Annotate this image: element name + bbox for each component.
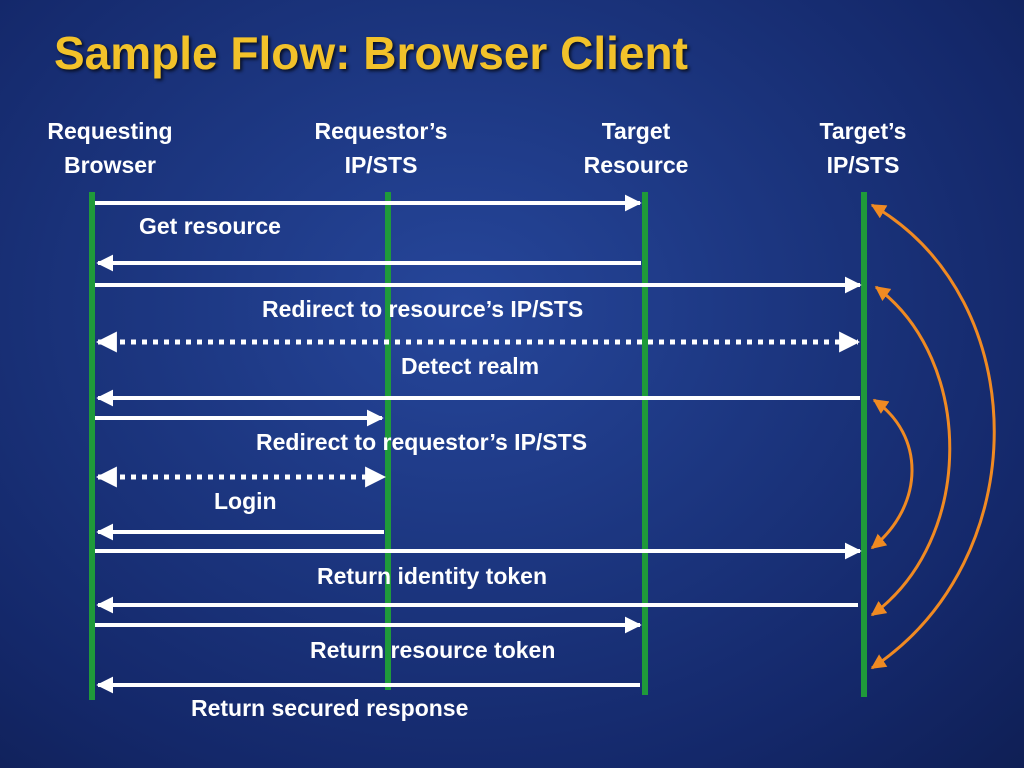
participant-label-line1: Target’s [819,118,907,144]
participant-label-line2: Browser [63,152,157,178]
bracket-arc-inner [870,398,914,550]
message-label-return-resource-token: Return resource token [310,637,556,663]
message-label-get-resource: Get resource [139,213,281,239]
participant-label-line2: IP/STS [344,152,418,178]
message-label-detect-realm: Detect realm [401,353,540,379]
bracket-arc-middle [870,285,952,617]
participant-label-line2: Resource [583,152,689,178]
participant-header-requestor-ip-sts: Requestor’s IP/STS [281,114,481,182]
participant-header-target-ip-sts: Target’s IP/STS [763,114,963,182]
slide-title: Sample Flow: Browser Client [54,27,688,79]
participant-header-requesting-browser: Requesting Browser [10,114,210,182]
message-label-return-identity-token: Return identity token [317,563,548,589]
participant-label-line2: IP/STS [826,152,900,178]
participant-label-line1: Requestor’s [314,118,448,144]
message-label-login: Login [214,488,277,514]
message-label-redirect-to-requestor-sts: Redirect to requestor’s IP/STS [256,429,588,455]
bracket-arc-outer [870,203,996,670]
participant-label-line1: Requesting [47,118,173,144]
message-label-redirect-to-resource-sts: Redirect to resource’s IP/STS [262,296,584,322]
participant-label-line1: Target [601,118,671,144]
participant-header-target-resource: Target Resource [536,114,736,182]
message-label-return-secured-response: Return secured response [191,695,469,721]
